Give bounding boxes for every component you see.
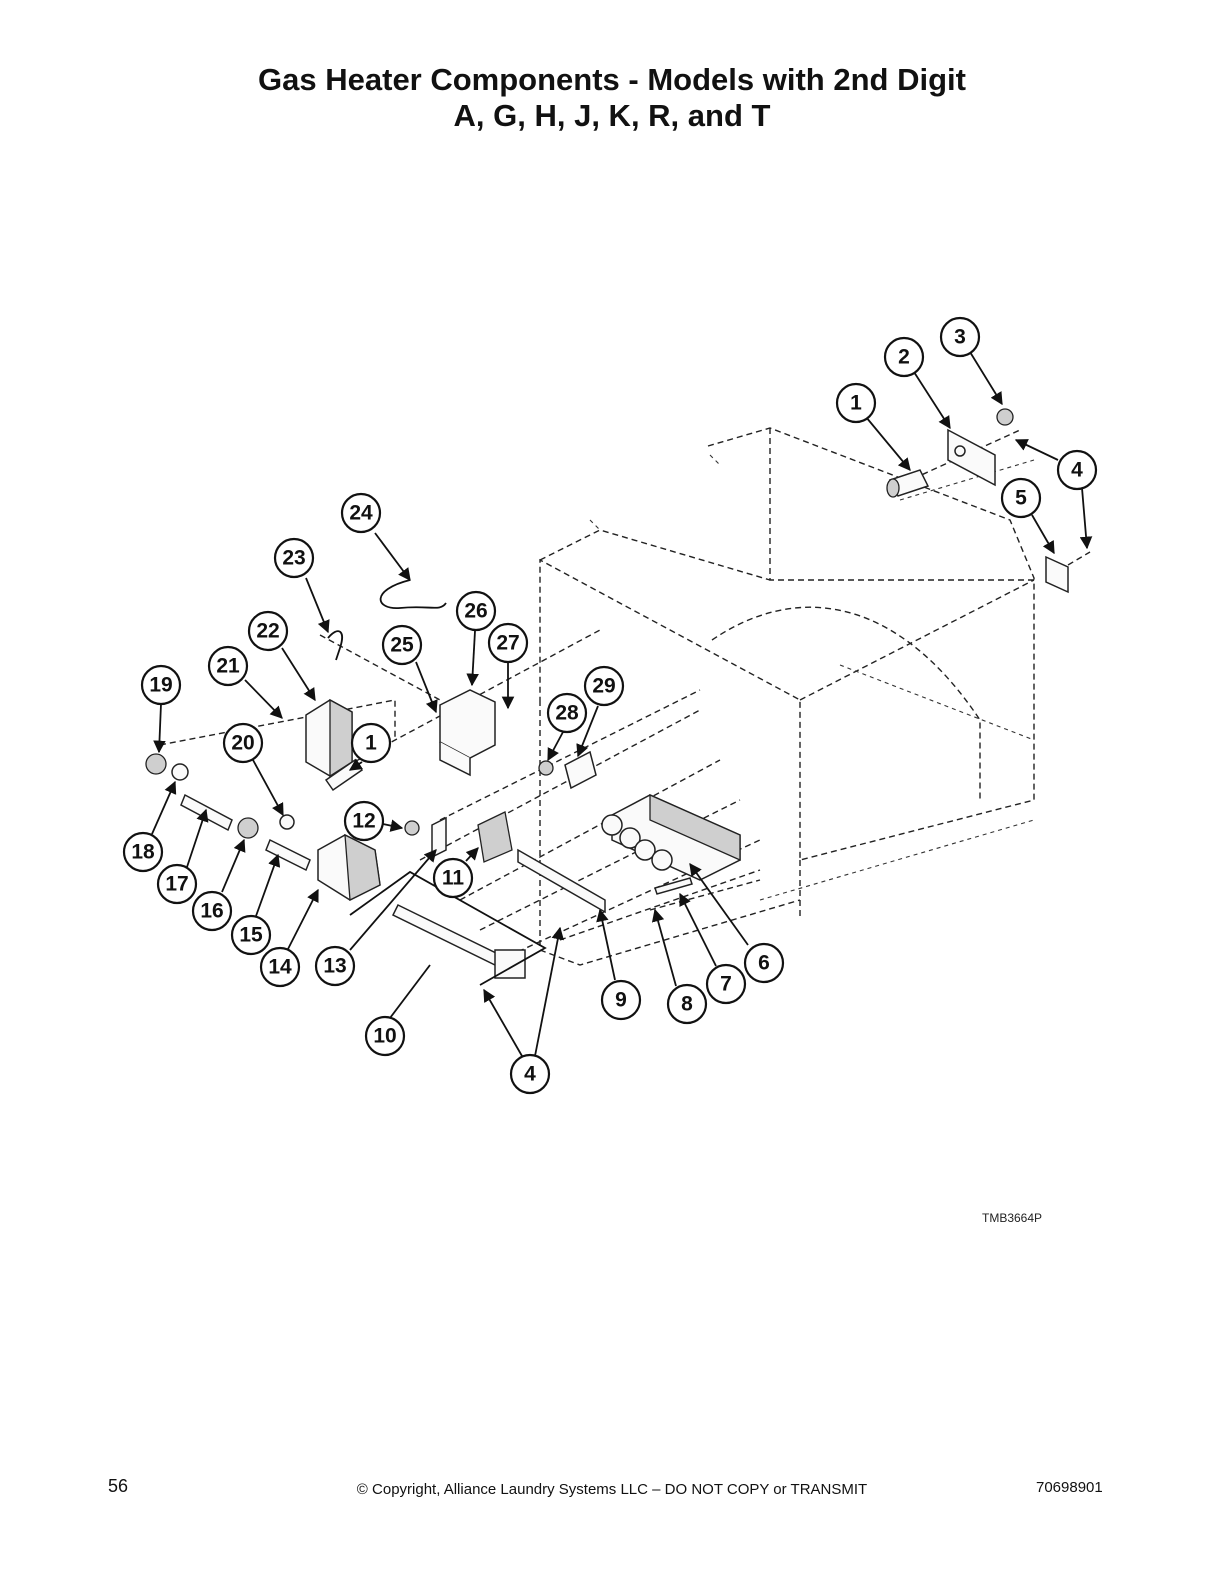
part-shapes [145, 408, 1069, 979]
callout-27: 27 [487, 622, 529, 664]
flame-sensor [538, 760, 554, 776]
callout-14: 14 [259, 946, 301, 988]
burner-support-plate [517, 848, 606, 914]
callout-16: 16 [191, 890, 233, 932]
svg-text:2: 2 [898, 346, 910, 369]
bushing [996, 408, 1014, 426]
callout-1-mid: 1 [350, 722, 392, 764]
svg-text:14: 14 [268, 956, 292, 979]
callout-18: 18 [122, 831, 164, 873]
svg-text:3: 3 [954, 326, 966, 349]
svg-text:23: 23 [282, 547, 305, 570]
callout-7: 7 [705, 963, 747, 1005]
callout-17: 17 [156, 863, 198, 905]
burner-tubes [601, 793, 741, 881]
svg-text:6: 6 [758, 952, 770, 975]
fitting [171, 763, 189, 781]
drawing-id: TMB3664P [982, 1211, 1043, 1225]
svg-text:1: 1 [850, 392, 862, 415]
callout-9: 9 [600, 979, 642, 1021]
page-title-line-2: A, G, H, J, K, R, and T [453, 98, 771, 133]
pipe-nipple-short [265, 838, 311, 872]
callout-13: 13 [314, 945, 356, 987]
callout-22: 22 [247, 610, 289, 652]
mounting-plate [947, 428, 996, 487]
svg-text:17: 17 [165, 873, 188, 896]
callout-21: 21 [207, 645, 249, 687]
callout-11: 11 [432, 857, 474, 899]
wire-harness [379, 579, 447, 609]
igniter [654, 877, 693, 895]
orifice [404, 820, 420, 836]
callout-19: 19 [140, 664, 182, 706]
document-number: 70698901 [1036, 1479, 1103, 1496]
callout-20: 20 [222, 722, 264, 764]
callout-2: 2 [883, 336, 925, 378]
page-title: Gas Heater Components - Models with 2nd … [0, 62, 1224, 134]
callout-28: 28 [546, 692, 588, 734]
svg-text:26: 26 [464, 600, 487, 623]
callout-4-top: 4 [1056, 449, 1098, 491]
copyright-notice: © Copyright, Alliance Laundry Systems LL… [356, 1481, 868, 1498]
svg-text:5: 5 [1015, 487, 1027, 510]
svg-text:21: 21 [216, 655, 240, 678]
svg-text:18: 18 [131, 841, 155, 864]
leader-lines [151, 351, 1093, 1057]
union [237, 817, 259, 839]
callout-3: 3 [939, 316, 981, 358]
flame-screen [477, 811, 513, 863]
callout-23: 23 [273, 537, 315, 579]
page-number: 56 [108, 1476, 129, 1496]
cover-plate [1045, 555, 1069, 594]
svg-text:29: 29 [592, 675, 615, 698]
svg-text:19: 19 [149, 674, 172, 697]
elbow [145, 753, 167, 775]
callout-15: 15 [230, 914, 272, 956]
svg-text:12: 12 [352, 810, 375, 833]
svg-text:4: 4 [1071, 459, 1083, 482]
svg-text:7: 7 [720, 973, 732, 996]
callout-25: 25 [381, 624, 423, 666]
svg-text:28: 28 [555, 702, 579, 725]
svg-text:10: 10 [373, 1025, 396, 1048]
svg-text:16: 16 [200, 900, 223, 923]
manifold-bracket [431, 816, 447, 859]
callout-8: 8 [666, 983, 708, 1025]
svg-text:13: 13 [323, 955, 346, 978]
callout-24: 24 [340, 492, 382, 534]
svg-text:1: 1 [365, 732, 377, 755]
svg-text:24: 24 [349, 502, 373, 525]
callout-10: 10 [364, 1015, 406, 1057]
assembly-guide-lines [159, 429, 1091, 961]
svg-text:20: 20 [231, 732, 254, 755]
callout-29: 29 [583, 665, 625, 707]
svg-text:8: 8 [681, 993, 693, 1016]
callout-4-bottom: 4 [509, 1053, 551, 1095]
svg-text:4: 4 [524, 1063, 536, 1086]
svg-text:9: 9 [615, 989, 627, 1012]
callouts: 1 2 3 4 5 24 23 26 22 25 27 21 19 29 28 … [122, 316, 1098, 1095]
fitting-small [279, 814, 295, 830]
callout-1-top: 1 [835, 382, 877, 424]
cable-tie [327, 630, 343, 661]
callout-6: 6 [743, 942, 785, 984]
svg-text:15: 15 [239, 924, 263, 947]
callout-26: 26 [455, 590, 497, 632]
pipe-nipple-long [180, 793, 233, 832]
svg-text:27: 27 [496, 632, 519, 655]
svg-text:22: 22 [256, 620, 279, 643]
page-title-line-1: Gas Heater Components - Models with 2nd … [258, 62, 966, 97]
svg-text:25: 25 [390, 634, 414, 657]
heater-housing-outline [539, 427, 1035, 966]
svg-text:11: 11 [442, 867, 465, 890]
callout-12: 12 [343, 800, 385, 842]
sensor-bracket [564, 750, 597, 790]
callout-5: 5 [1000, 477, 1042, 519]
